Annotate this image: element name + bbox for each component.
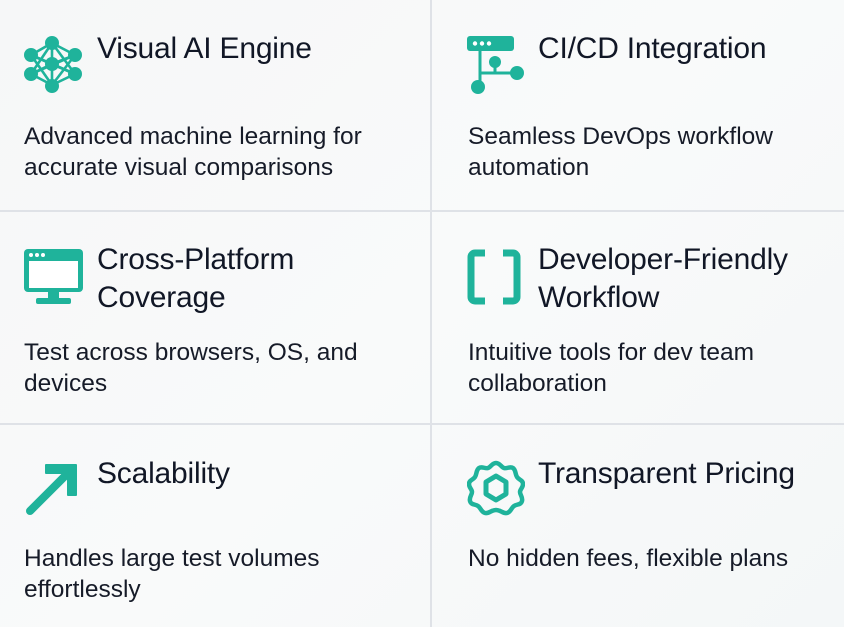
feature-description: Intuitive tools for dev team collaborati… [468,339,754,397]
feature-title: CI/CD Integration [538,32,767,65]
feature-card-scalability: Scalability Handles large test volumes e… [0,425,430,627]
feature-card-visual-ai-engine: Visual AI Engine Advanced machine learni… [0,0,430,210]
feature-title: Visual AI Engine [97,32,312,65]
feature-card-developer-friendly-workflow: Developer-Friendly Workflow Intuitive to… [432,212,844,423]
feature-description: Test across browsers, OS, and devices [24,339,358,397]
pipeline-icon [465,33,529,97]
feature-card-cross-platform-coverage: Cross-Platform Coverage Test across brow… [0,212,430,423]
brackets-icon [467,249,523,305]
feature-description: Handles large test volumes effortlessly [24,545,320,603]
row-divider-2 [0,423,844,425]
feature-title: Scalability [97,457,230,490]
neural-network-icon [21,31,87,97]
feature-title: Developer-Friendly Workflow [538,243,788,314]
feature-description: Advanced machine learning for accurate v… [24,123,362,181]
feature-title: Transparent Pricing [538,457,795,490]
feature-card-ci-cd-integration: CI/CD Integration Seamless DevOps workfl… [432,0,844,210]
monitor-icon [23,248,85,306]
column-divider [430,0,432,627]
feature-card-transparent-pricing: Transparent Pricing No hidden fees, flex… [432,425,844,627]
gear-hexagon-icon [467,459,525,517]
row-divider-1 [0,210,844,212]
arrow-up-right-icon [24,461,80,517]
feature-description: No hidden fees, flexible plans [468,545,789,572]
feature-title: Cross-Platform Coverage [97,243,295,314]
feature-description: Seamless DevOps workflow automation [468,123,773,181]
